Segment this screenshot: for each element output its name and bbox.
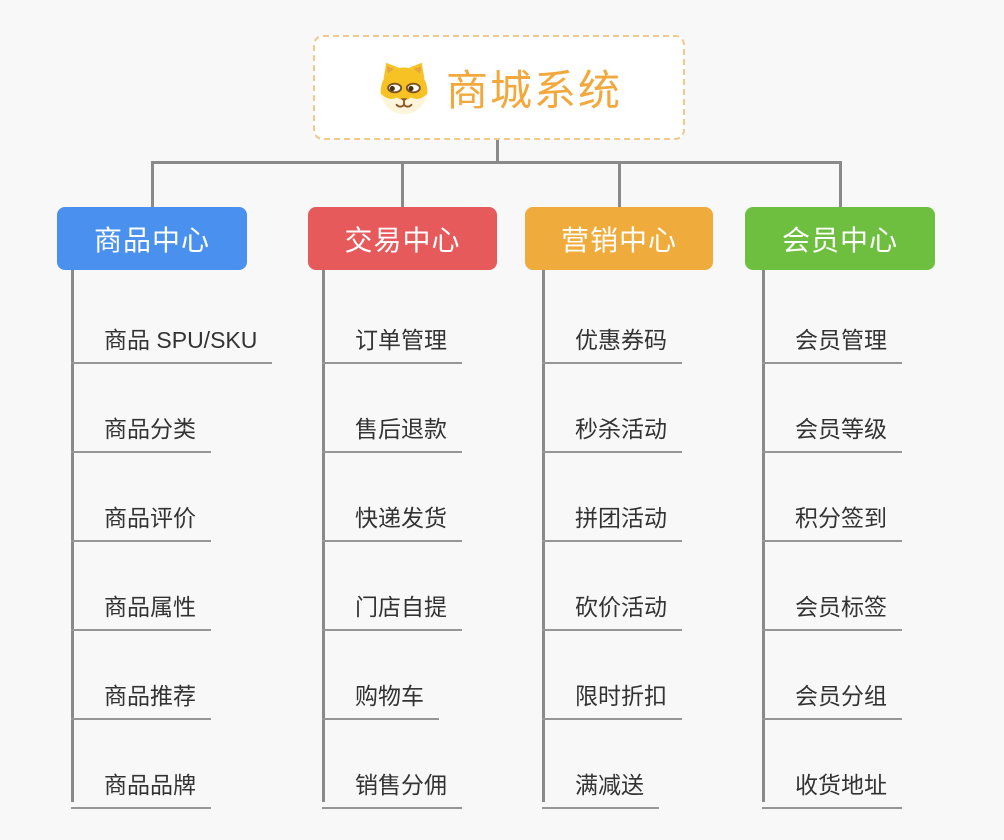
child-label: 订单管理 bbox=[355, 327, 447, 353]
child-label: 门店自提 bbox=[355, 594, 447, 620]
child-label: 售后退款 bbox=[355, 416, 447, 442]
child-node[interactable]: 购物车 bbox=[322, 669, 439, 720]
child-node[interactable]: 会员管理 bbox=[762, 313, 902, 364]
child-node[interactable]: 满减送 bbox=[542, 758, 659, 809]
child-label: 收货地址 bbox=[795, 772, 887, 798]
child-label: 快递发货 bbox=[355, 505, 447, 531]
root-node[interactable]: 商城系统 bbox=[313, 35, 685, 140]
child-node[interactable]: 积分签到 bbox=[762, 491, 902, 542]
child-label: 商品品牌 bbox=[104, 772, 196, 798]
child-label: 积分签到 bbox=[795, 505, 887, 531]
child-node[interactable]: 商品评价 bbox=[71, 491, 211, 542]
branch-node-goods[interactable]: 商品中心 bbox=[57, 207, 247, 270]
connector-trunk bbox=[322, 270, 325, 802]
connector-trunk bbox=[542, 270, 545, 802]
child-label: 商品 SPU/SKU bbox=[104, 327, 258, 353]
child-label: 拼团活动 bbox=[575, 505, 667, 531]
branch-node-member[interactable]: 会员中心 bbox=[745, 207, 935, 270]
child-label: 销售分佣 bbox=[355, 772, 447, 798]
child-node[interactable]: 会员分组 bbox=[762, 669, 902, 720]
connector-branch-stem bbox=[838, 161, 842, 207]
connector-trunk bbox=[71, 270, 74, 802]
child-node[interactable]: 销售分佣 bbox=[322, 758, 462, 809]
child-node[interactable]: 快递发货 bbox=[322, 491, 462, 542]
child-label: 优惠券码 bbox=[575, 327, 667, 353]
child-node[interactable]: 商品属性 bbox=[71, 580, 211, 631]
child-label: 商品分类 bbox=[104, 416, 196, 442]
connector-branch-stem bbox=[401, 161, 404, 207]
child-node[interactable]: 限时折扣 bbox=[542, 669, 682, 720]
child-label: 砍价活动 bbox=[575, 594, 667, 620]
child-label: 满减送 bbox=[575, 772, 644, 798]
branch-label: 会员中心 bbox=[781, 224, 898, 256]
branch-label: 商品中心 bbox=[93, 224, 210, 256]
child-label: 会员管理 bbox=[795, 327, 887, 353]
child-node[interactable]: 收货地址 bbox=[762, 758, 902, 809]
child-node[interactable]: 商品 SPU/SKU bbox=[71, 313, 273, 364]
child-node[interactable]: 砍价活动 bbox=[542, 580, 682, 631]
connector-branch-stem bbox=[150, 161, 154, 207]
child-label: 限时折扣 bbox=[575, 683, 667, 709]
child-node[interactable]: 售后退款 bbox=[322, 402, 462, 453]
child-label: 商品属性 bbox=[104, 594, 196, 620]
dog-face-icon bbox=[376, 60, 432, 116]
branch-node-marketing[interactable]: 营销中心 bbox=[525, 207, 713, 270]
connector-branch-stem bbox=[617, 161, 621, 207]
branch-label: 交易中心 bbox=[344, 224, 461, 256]
branch-node-trade[interactable]: 交易中心 bbox=[308, 207, 497, 270]
child-node[interactable]: 秒杀活动 bbox=[542, 402, 682, 453]
child-label: 会员分组 bbox=[795, 683, 887, 709]
child-node[interactable]: 商品推荐 bbox=[71, 669, 211, 720]
branch-label: 营销中心 bbox=[560, 224, 677, 256]
child-label: 会员等级 bbox=[795, 416, 887, 442]
child-node[interactable]: 商品分类 bbox=[71, 402, 211, 453]
child-node[interactable]: 会员标签 bbox=[762, 580, 902, 631]
child-node[interactable]: 商品品牌 bbox=[71, 758, 211, 809]
child-label: 秒杀活动 bbox=[575, 416, 667, 442]
child-label: 商品评价 bbox=[104, 505, 196, 531]
root-title: 商城系统 bbox=[445, 67, 622, 114]
child-node[interactable]: 订单管理 bbox=[322, 313, 462, 364]
child-label: 购物车 bbox=[355, 683, 424, 709]
connector-rail bbox=[150, 161, 842, 164]
child-node[interactable]: 优惠券码 bbox=[542, 313, 682, 364]
child-label: 商品推荐 bbox=[104, 683, 196, 709]
child-node[interactable]: 会员等级 bbox=[762, 402, 902, 453]
child-node[interactable]: 拼团活动 bbox=[542, 491, 682, 542]
child-label: 会员标签 bbox=[795, 594, 887, 620]
child-node[interactable]: 门店自提 bbox=[322, 580, 462, 631]
connector-trunk bbox=[762, 270, 765, 802]
connector-root-stem bbox=[495, 140, 499, 163]
